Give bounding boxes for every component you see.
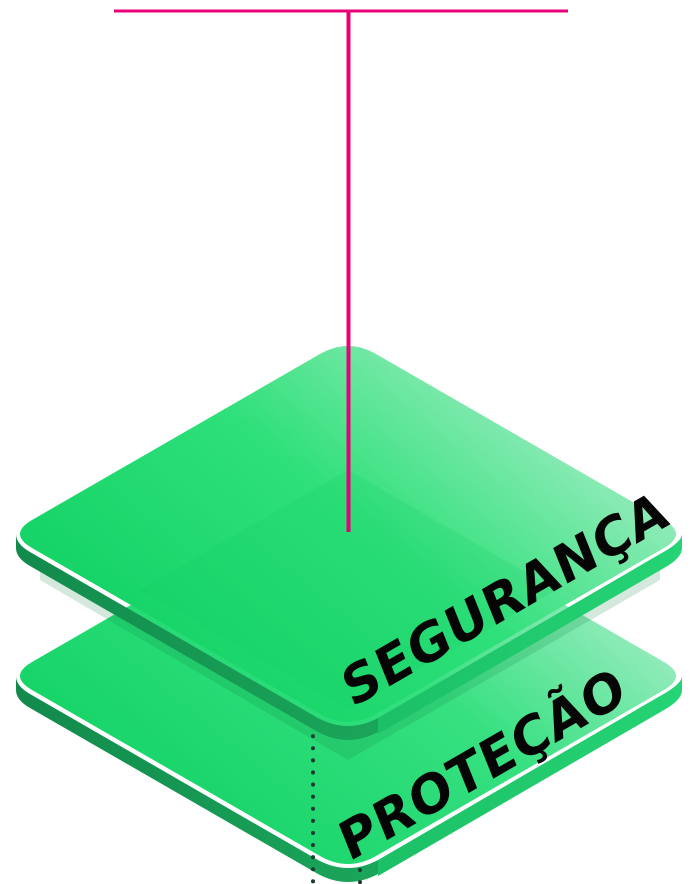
security-plate-inner-shade — [140, 470, 556, 710]
security-plate-edge-right — [378, 534, 682, 734]
security-plate-top — [20, 346, 676, 722]
protection-plate-edge-right — [378, 676, 682, 876]
security-plate — [16, 346, 682, 760]
t-connector-icon — [114, 9, 568, 532]
